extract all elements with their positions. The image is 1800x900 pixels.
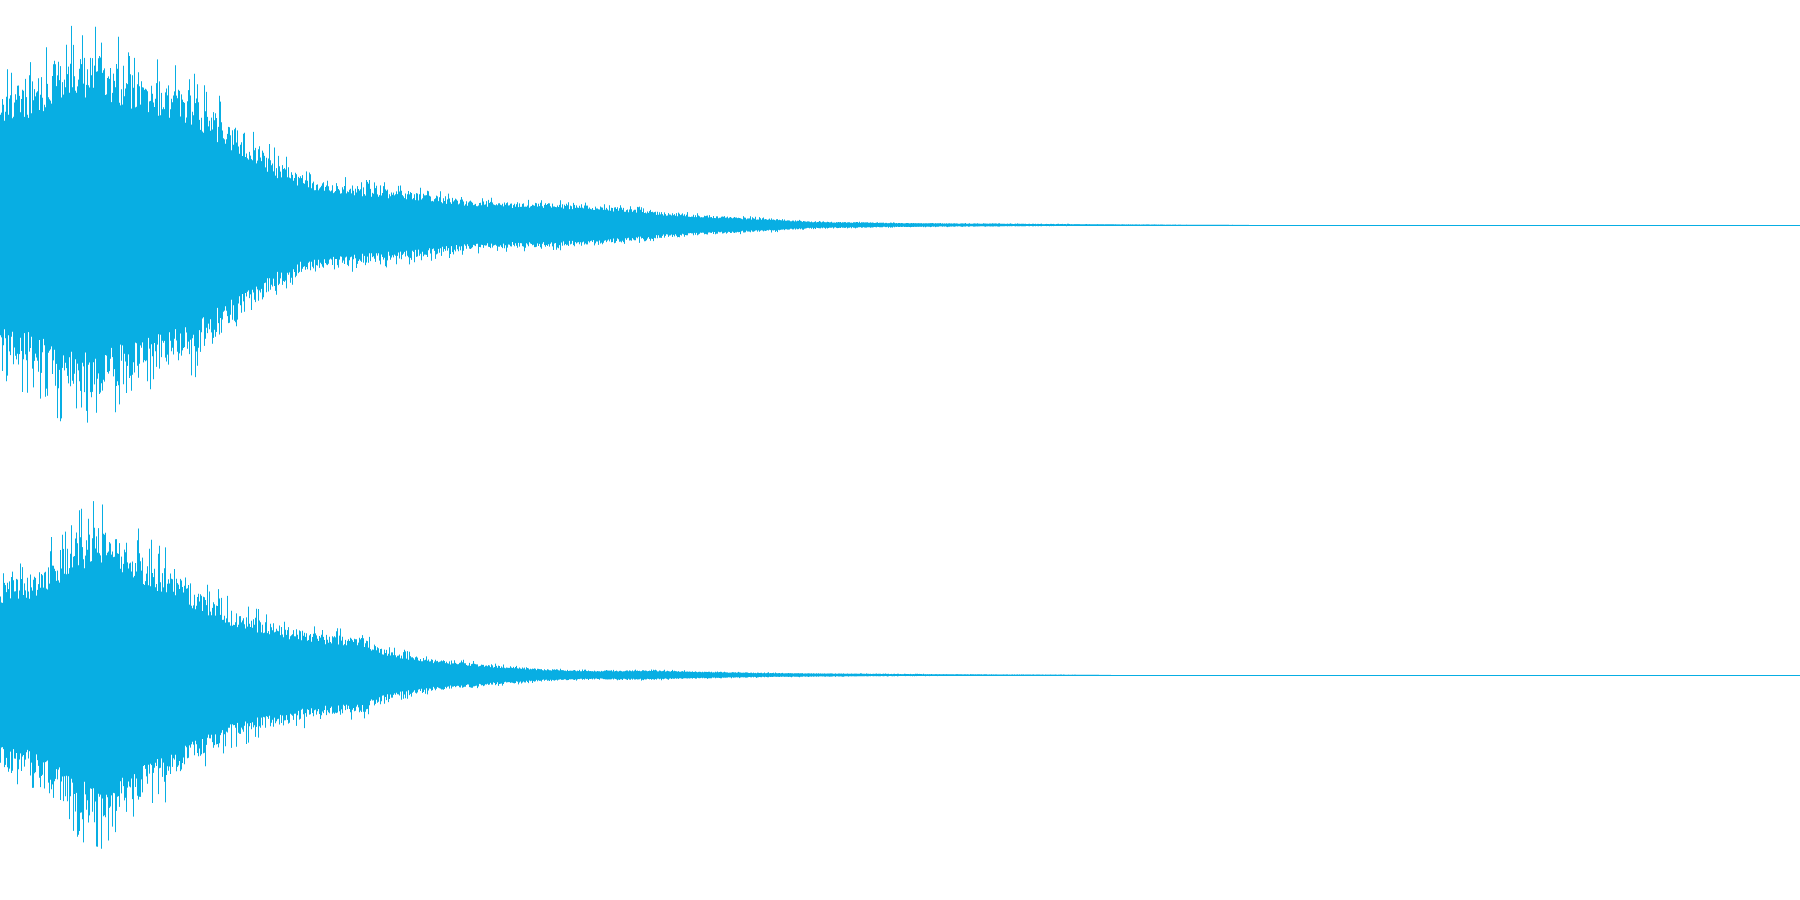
channel-1-waveform — [0, 25, 1800, 423]
channel-2-waveform — [0, 501, 1800, 849]
